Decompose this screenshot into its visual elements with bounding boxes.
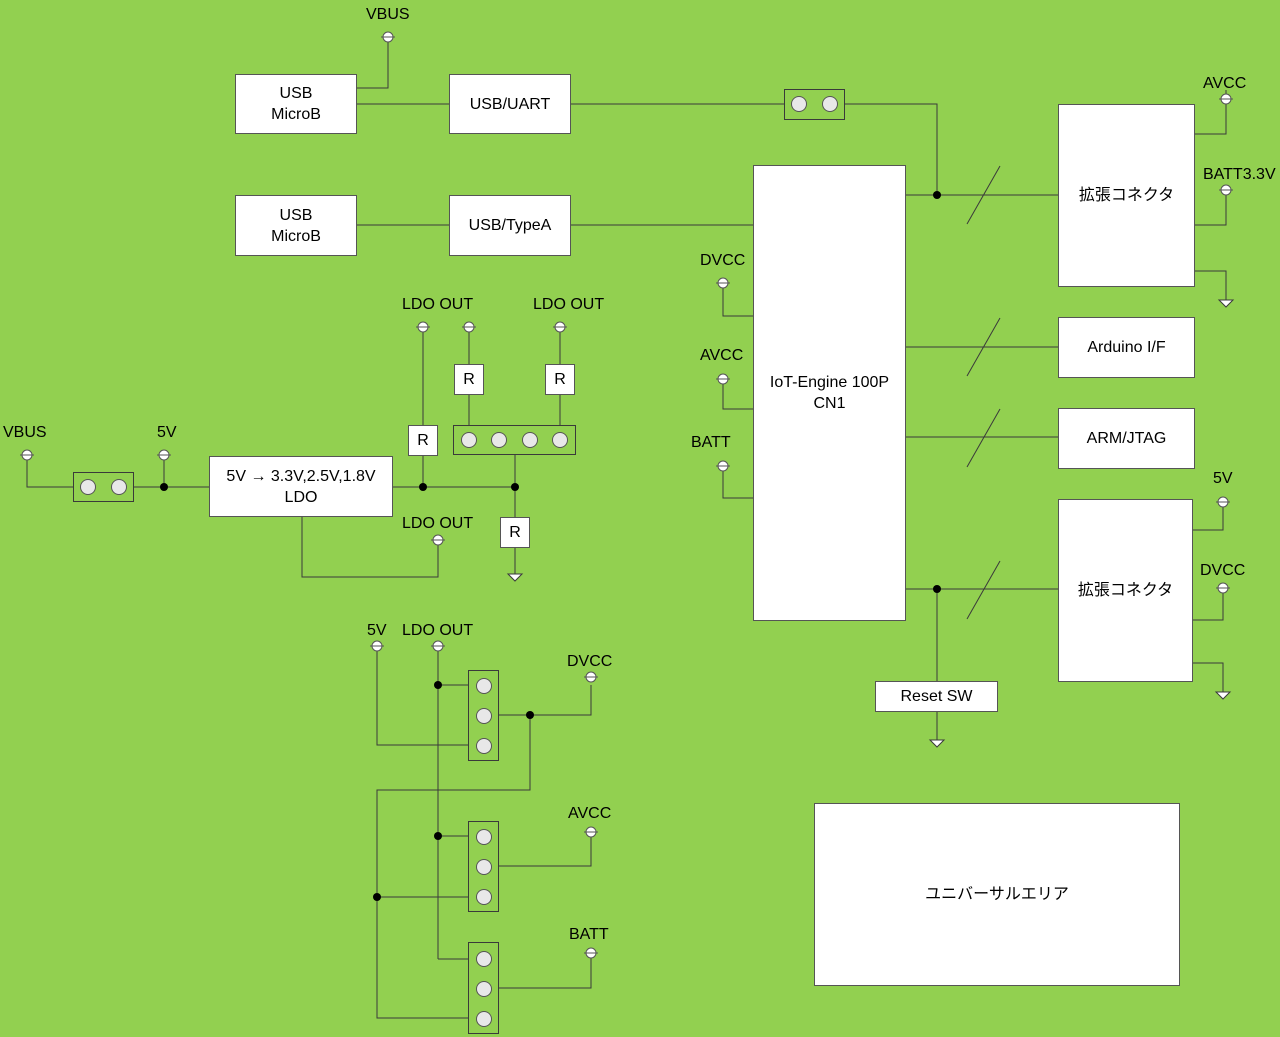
net-label-ldo-out: LDO OUT xyxy=(533,296,605,313)
net-label-dvcc: DVCC xyxy=(700,252,746,269)
arm-jtag-block: ARM/JTAG xyxy=(1058,408,1195,469)
jumper-pin xyxy=(491,432,507,448)
jumper-pin xyxy=(476,889,492,905)
net-label-ldo-out: LDO OUT xyxy=(402,515,474,532)
jumper-pin xyxy=(552,432,568,448)
ldo-block: 5V → 3.3V,2.5V,1.8V LDO xyxy=(209,456,393,517)
net-label-dvcc: DVCC xyxy=(567,653,613,670)
jumper-pin xyxy=(461,432,477,448)
jumper-3pin-vertical xyxy=(468,821,499,912)
jumper-pin xyxy=(476,829,492,845)
extension-connector-bottom: 拡張コネクタ xyxy=(1058,499,1193,682)
net-label-batt: BATT xyxy=(569,926,609,943)
jumper-pin xyxy=(822,96,838,112)
usb-uart-block: USB/UART xyxy=(449,74,571,134)
resistor: R xyxy=(408,425,438,456)
net-label-avcc: AVCC xyxy=(568,805,612,822)
net-label-avcc: AVCC xyxy=(1203,75,1247,92)
jumper-3pin-vertical xyxy=(468,942,499,1034)
net-label-batt: BATT xyxy=(691,434,731,451)
net-label-ldo-out: LDO OUT xyxy=(402,296,474,313)
iot-engine-block: IoT-Engine 100P CN1 xyxy=(753,165,906,621)
jumper-pin xyxy=(476,738,492,754)
usb-microb-block-2: USB MicroB xyxy=(235,195,357,256)
jumper-pin xyxy=(476,678,492,694)
jumper-pin xyxy=(476,981,492,997)
net-label-dvcc: DVCC xyxy=(1200,562,1246,579)
reset-switch-block: Reset SW xyxy=(875,681,998,712)
net-label-avcc: AVCC xyxy=(700,347,744,364)
net-label-batt33: BATT3.3V xyxy=(1203,166,1276,183)
jumper-pin xyxy=(476,708,492,724)
jumper-2pin xyxy=(73,472,134,502)
jumper-pin xyxy=(476,1011,492,1027)
jumper-2pin xyxy=(784,89,845,120)
net-label-5v: 5V xyxy=(1213,470,1233,487)
jumper-4pin xyxy=(453,425,576,455)
net-label-ldo-out: LDO OUT xyxy=(402,622,474,639)
jumper-3pin-vertical xyxy=(468,670,499,761)
resistor: R xyxy=(454,364,484,395)
jumper-pin xyxy=(80,479,96,495)
net-label-5v: 5V xyxy=(157,424,177,441)
jumper-pin xyxy=(111,479,127,495)
jumper-pin xyxy=(791,96,807,112)
resistor: R xyxy=(500,517,530,548)
universal-area-block: ユニバーサルエリア xyxy=(814,803,1180,986)
resistor: R xyxy=(545,364,575,395)
jumper-pin xyxy=(522,432,538,448)
usb-microb-block: USB MicroB xyxy=(235,74,357,134)
jumper-pin xyxy=(476,951,492,967)
usb-typea-block: USB/TypeA xyxy=(449,195,571,256)
extension-connector-top: 拡張コネクタ xyxy=(1058,104,1195,287)
jumper-pin xyxy=(476,859,492,875)
net-label-5v: 5V xyxy=(367,622,387,639)
net-label-vbus: VBUS xyxy=(366,6,410,23)
arduino-if-block: Arduino I/F xyxy=(1058,317,1195,378)
net-label-vbus: VBUS xyxy=(3,424,47,441)
